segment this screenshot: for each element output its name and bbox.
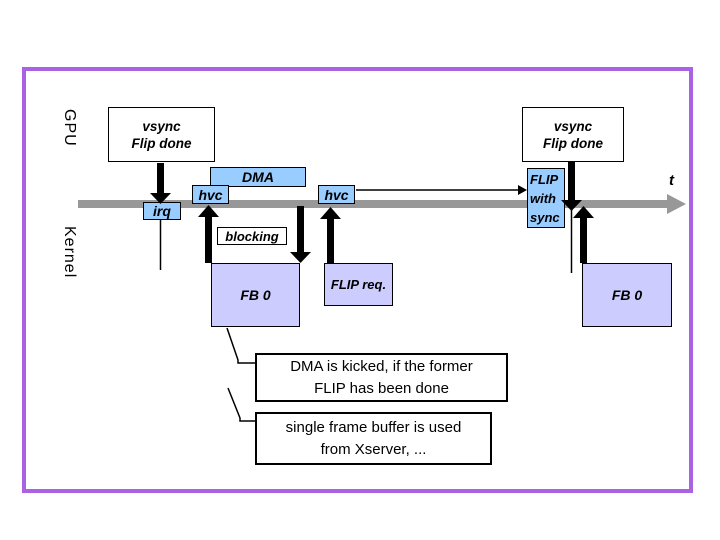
leader-line-dma-callout	[226, 327, 255, 364]
flip-with-sync-box: FLIP with sync	[527, 168, 565, 228]
fb0-box-left: FB 0	[211, 263, 300, 327]
dma-fb0-down-arrow-icon	[290, 206, 311, 263]
blocking-box: blocking	[217, 227, 287, 245]
hvc-box-second: hvc	[318, 185, 355, 204]
dma-box: DMA	[210, 167, 306, 187]
gpu-lane-label: GPU	[61, 109, 78, 147]
hvc-box-first: hvc	[192, 185, 229, 204]
fb0-box-right: FB 0	[582, 263, 672, 327]
vsync-flip-done-box-right: vsync Flip done	[522, 107, 624, 162]
vsync-flip-done-box-left: vsync Flip done	[108, 107, 215, 162]
time-axis-arrowhead-icon	[667, 194, 686, 214]
flip-req-hvc-up-arrow-icon	[320, 207, 341, 264]
callout-dma-kicked: DMA is kicked, if the former FLIP has be…	[255, 353, 508, 402]
time-axis-label: t	[669, 172, 674, 189]
fb0-hvc-up-arrow-icon	[198, 205, 219, 263]
vsync-irq-down-arrow-icon	[150, 163, 171, 204]
time-axis-bar	[78, 200, 667, 208]
fb0-up-arrow-right-icon	[573, 206, 594, 263]
flip-req-box: FLIP req.	[324, 263, 393, 306]
callout-single-framebuffer: single frame buffer is used from Xserver…	[255, 412, 492, 465]
leader-line-single-fb-callout	[227, 387, 255, 422]
kernel-lane-label: Kernel	[61, 226, 78, 279]
hvc-flip-with-sync-arrow-icon	[356, 185, 527, 195]
vsync-down-arrow-right-icon	[561, 162, 582, 211]
irq-box: irq	[143, 202, 181, 220]
